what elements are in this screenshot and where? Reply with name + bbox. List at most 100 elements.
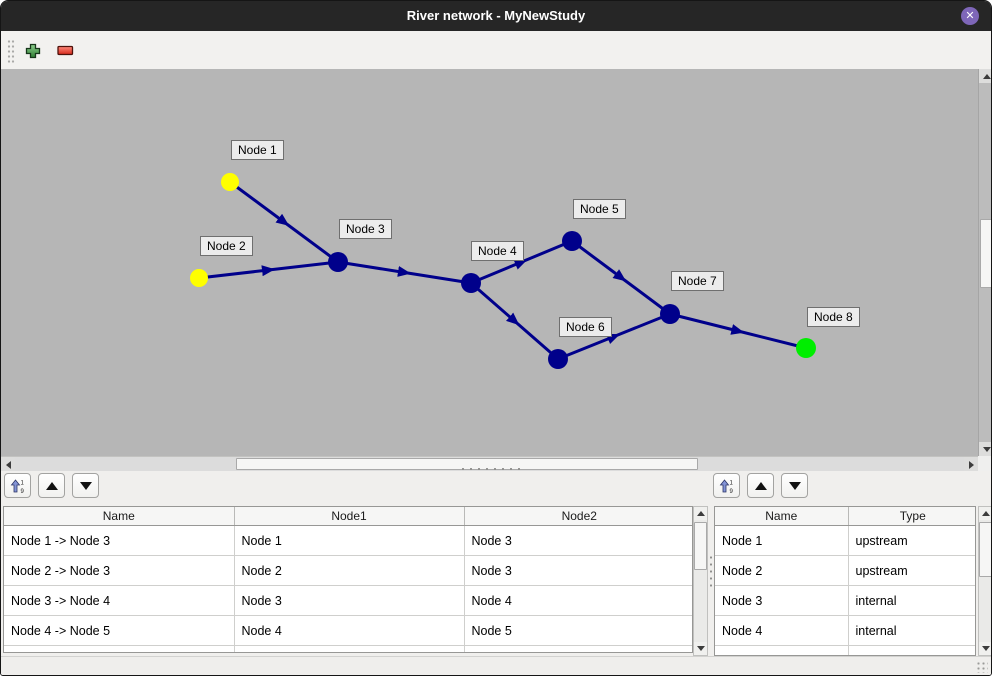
table-cell[interactable]: Node 2 [234,555,465,586]
network-canvas[interactable]: Node 1 Node 2 Node 3 Node 4 Node 5 Node 6 Node… [1,69,978,456]
table-cell[interactable]: Node 3 -> Node 4 [4,585,235,616]
close-button[interactable]: ✕ [961,7,979,25]
table-cell[interactable]: Node 2 -> Node 3 [4,555,235,586]
canvas-vertical-scrollbar[interactable] [978,69,991,456]
canvas-horizontal-scrollbar[interactable] [1,456,978,472]
branches-move-down-button[interactable] [72,473,99,498]
branches-sort-button[interactable]: 1 9 [4,473,31,498]
vertical-scroll-thumb[interactable] [980,219,991,288]
node-label[interactable]: Node 5 [573,199,626,219]
node-label[interactable]: Node 3 [339,219,392,239]
nodes-sort-button[interactable]: 1 9 [713,473,740,498]
table-cell[interactable] [234,645,465,652]
svg-text:1: 1 [729,480,733,486]
table-cell[interactable] [848,645,975,655]
node-label[interactable]: Node 2 [200,236,253,256]
branch-edge[interactable] [470,281,559,361]
scroll-thumb[interactable] [979,522,991,577]
titlebar[interactable]: River network - MyNewStudy ✕ [1,1,991,31]
table-cell[interactable]: internal [848,615,975,646]
node-label[interactable]: Node 7 [671,271,724,291]
node-label[interactable]: Node 4 [471,241,524,261]
network-node[interactable] [548,349,568,369]
network-node[interactable] [461,273,481,293]
branch-edge[interactable] [669,312,807,350]
table-cell[interactable]: Node 4 [234,615,465,646]
branch-edge[interactable] [470,239,573,285]
table-cell[interactable]: Node 1 -> Node 3 [4,525,235,556]
table-cell[interactable]: internal [848,585,975,616]
nodes-table-scrollbar[interactable] [978,506,991,656]
branch-edge[interactable] [557,312,671,361]
table-cell[interactable]: upstream [848,555,975,586]
remove-node-button[interactable] [52,39,78,62]
nodes-move-down-button[interactable] [781,473,808,498]
scroll-down-arrow[interactable] [694,642,707,655]
node-label[interactable]: Node 8 [807,307,860,327]
network-node[interactable] [562,231,582,251]
branches-move-up-button[interactable] [38,473,65,498]
node-label[interactable]: Node 1 [231,140,284,160]
scroll-up-arrow[interactable] [694,507,707,520]
table-cell[interactable] [4,645,235,652]
table-cell[interactable]: Node 4 [464,585,692,616]
svg-text:9: 9 [20,489,24,494]
scroll-down-arrow[interactable] [979,442,991,456]
branch-edge[interactable] [198,260,339,280]
scroll-thumb[interactable] [694,522,707,570]
table-cell[interactable]: Node 5 [464,615,692,646]
column-header-name[interactable]: Name [715,507,849,526]
branch-edge[interactable] [337,260,472,285]
nodes-move-up-button[interactable] [747,473,774,498]
scroll-right-arrow[interactable] [964,457,978,472]
table-cell[interactable]: Node 3 [464,555,692,586]
scroll-down-arrow[interactable] [979,642,991,655]
branch-edge[interactable] [229,180,339,264]
network-node[interactable] [796,338,816,358]
branch-edge[interactable] [571,239,671,316]
close-icon: ✕ [965,10,975,22]
table-row[interactable] [715,645,975,655]
vertical-splitter-handle[interactable] [709,554,713,588]
table-cell[interactable]: Node 3 [715,585,849,616]
column-header-node2[interactable]: Node2 [464,507,692,526]
column-header-name[interactable]: Name [4,507,235,526]
network-node[interactable] [660,304,680,324]
column-header-node1[interactable]: Node1 [234,507,465,526]
branches-table-scrollbar[interactable] [693,506,708,656]
scroll-up-arrow[interactable] [979,507,991,520]
table-cell[interactable] [715,645,849,655]
network-node[interactable] [190,269,208,287]
scroll-up-arrow[interactable] [979,69,991,83]
table-cell[interactable]: Node 1 [715,525,849,556]
table-cell[interactable]: Node 3 [464,525,692,556]
resize-grip[interactable] [976,661,988,673]
minus-icon [56,45,73,56]
table-cell[interactable]: Node 4 [715,615,849,646]
table-cell[interactable]: Node 3 [234,585,465,616]
scroll-left-arrow[interactable] [1,457,15,472]
network-node[interactable] [328,252,348,272]
node-label[interactable]: Node 6 [559,317,612,337]
column-header-type[interactable]: Type [848,507,975,526]
table-row[interactable] [4,645,692,652]
window-title: River network - MyNewStudy [406,8,586,23]
horizontal-splitter-handle[interactable] [459,467,523,471]
table-cell[interactable] [464,645,692,652]
table-cell[interactable]: upstream [848,525,975,556]
table-cell[interactable]: Node 2 [715,555,849,586]
table-cell[interactable]: Node 1 [234,525,465,556]
table-cell[interactable]: Node 4 -> Node 5 [4,615,235,646]
add-node-button[interactable] [20,39,46,62]
toolbar-drag-handle[interactable] [7,39,15,63]
toolbar [1,31,991,70]
network-node[interactable] [221,173,239,191]
